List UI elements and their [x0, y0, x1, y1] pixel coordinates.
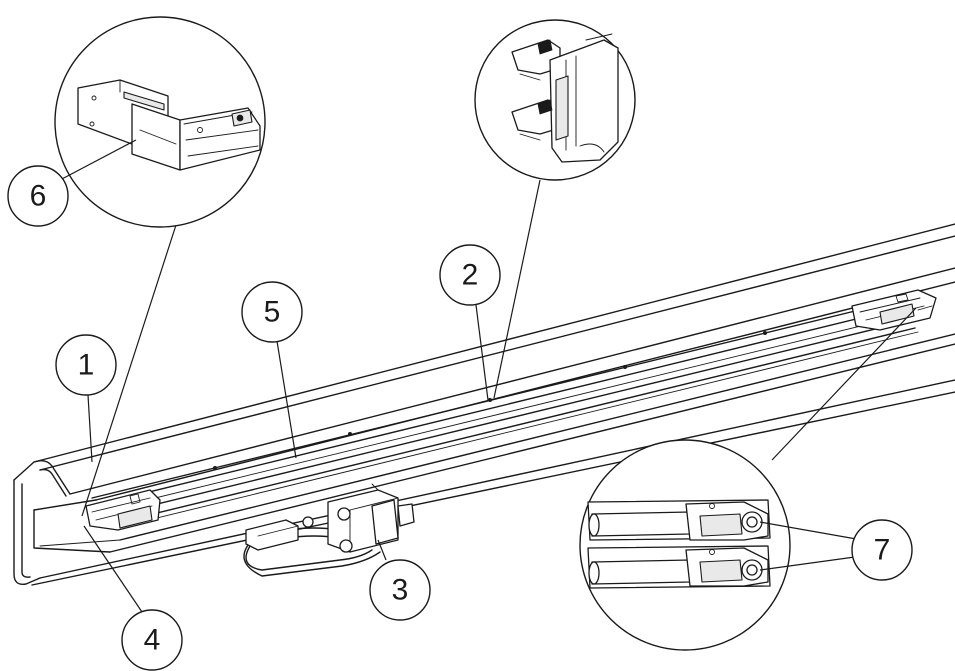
right-end-clip	[851, 289, 937, 331]
callout-7: 7	[851, 519, 913, 581]
callout-leaders	[59, 139, 489, 613]
callout-label-4: 4	[144, 624, 161, 657]
drive-unit	[243, 483, 415, 577]
left-end-clip	[85, 489, 161, 531]
callout-6: 6	[7, 165, 69, 227]
callout-label-6: 6	[30, 180, 47, 213]
rail-profile	[13, 223, 955, 586]
callout-4: 4	[121, 609, 183, 671]
callout-label-7: 7	[874, 534, 891, 567]
belt-track	[91, 299, 919, 529]
callout-2: 2	[439, 244, 501, 306]
detail-circle-7	[579, 307, 917, 651]
detail-circle-2	[474, 19, 636, 399]
detail-circle-6	[54, 16, 266, 517]
callout-label-3: 3	[392, 574, 409, 607]
callout-label-1: 1	[78, 349, 95, 382]
callout-5: 5	[241, 281, 303, 343]
callout-1: 1	[55, 334, 117, 396]
callout-label-2: 2	[462, 259, 479, 292]
callout-label-5: 5	[264, 296, 281, 329]
callout-3: 3	[369, 559, 431, 621]
